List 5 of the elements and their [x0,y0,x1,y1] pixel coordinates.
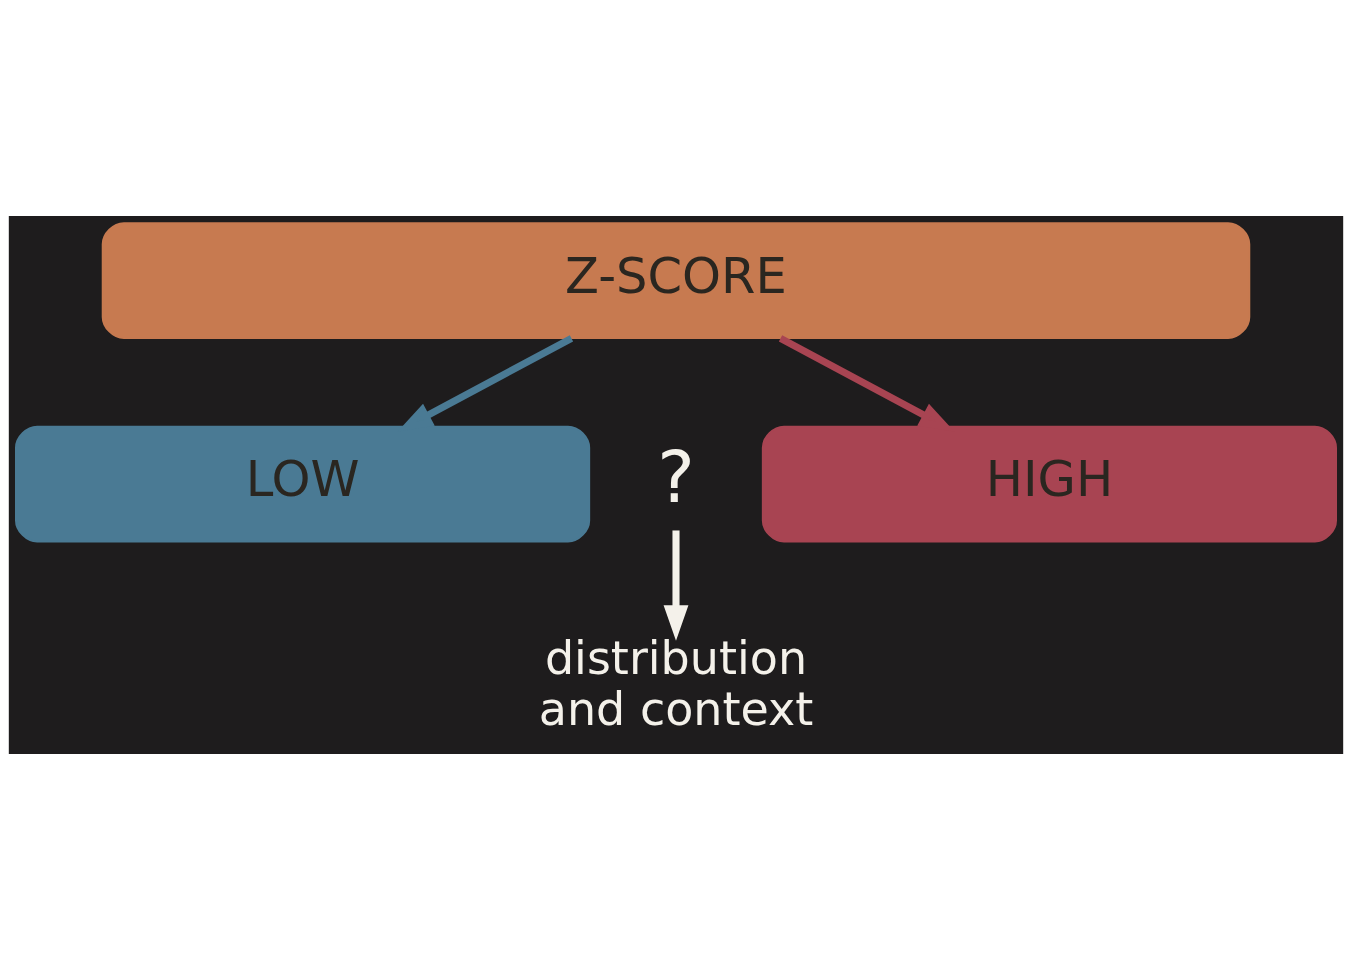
node-box: LOW [15,425,591,543]
node-box: Z-SCORE [101,222,1251,339]
node-text: distribution and context [538,631,814,737]
node-box: HIGH [761,425,1337,543]
node-text: ? [657,435,695,519]
